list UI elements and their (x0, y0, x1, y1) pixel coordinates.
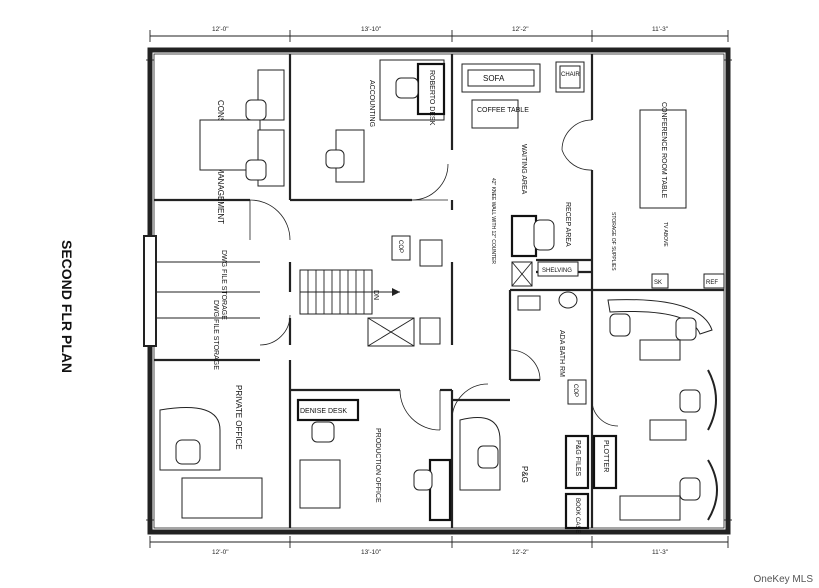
sk-label: SK (654, 280, 662, 286)
book-case (564, 492, 590, 530)
dwg-file-storage-1-label: DWG FILE STORAGE (220, 250, 227, 320)
coffee-table (471, 99, 519, 129)
watermark: OneKey MLS (753, 574, 813, 585)
tv-above-label: TV ABOVE (662, 222, 668, 247)
dim-bottom-2: 13'-10" (361, 549, 382, 556)
reception-desk (510, 214, 538, 258)
pg-office: P&G P&G FILES PLOTTER BOOK CASE (459, 417, 618, 533)
plan-title: SECOND FLR PLAN (59, 240, 75, 373)
stair-dn-label: DN (372, 290, 379, 300)
construction-management: CONSTRUCTION MANAGEMENT DWG FILE STORAGE… (199, 69, 285, 370)
coffee-table-label: COFFEE TABLE (477, 107, 529, 114)
ada-bath-label: ADA BATH RM (558, 330, 565, 377)
cop-2-label: COP (572, 384, 578, 397)
pg-files (564, 434, 590, 490)
door-swings (249, 119, 619, 431)
production-office: DENISE DESK PRODUCTION OFFICE (296, 398, 452, 522)
dim-top-1: 12'-0" (212, 26, 229, 33)
shelving-label: SHELVING (542, 268, 572, 274)
roberto-desk-label: ROBERTO DESK (428, 70, 435, 126)
top-dimension-line: 12'-0" 13'-10" 12'-2" 11'-3" (149, 26, 729, 42)
book-case-label: BOOK CASE (574, 498, 580, 533)
ref-label: REF (706, 280, 718, 286)
recep-area-label: RECEP AREA (564, 202, 571, 247)
private-office-label: PRIVATE OFFICE (234, 385, 243, 450)
cop-1-label: COP (397, 240, 403, 253)
corridor-items: COP (367, 235, 443, 347)
plotter (592, 434, 618, 490)
bottom-dimension-line: 12'-0" 13'-10" 12'-2" 11'-3" (149, 536, 729, 556)
accounting-label: ACCOUNTING (368, 80, 375, 127)
conference-table-label: CONFERENCE ROOM TABLE (660, 102, 667, 199)
staircase: DN (299, 269, 400, 315)
dim-bottom-3: 12'-2" (512, 549, 529, 556)
reception-area: RECEP AREA STORAGE OF SUPPLIES SHELVING (510, 202, 616, 287)
waiting-area-label: WAITING AREA (520, 144, 527, 195)
dim-bottom-1: 12'-0" (212, 549, 229, 556)
production-office-label: PRODUCTION OFFICE (374, 428, 381, 503)
ada-bath: ADA BATH RM COP (517, 291, 587, 405)
dwg-file-storage-2-label: DWG FILE STORAGE (212, 300, 219, 370)
dim-top-3: 12'-2" (512, 26, 529, 33)
sofa-label: SOFA (483, 74, 505, 83)
denise-desk-label: DENISE DESK (300, 408, 347, 415)
storage-supplies-label: STORAGE OF SUPPLIES (610, 212, 616, 271)
dim-top-4: 11'-3" (652, 26, 669, 33)
stair-bumpout (143, 235, 260, 347)
open-workstations (607, 299, 718, 521)
conference-table (639, 109, 687, 209)
accounting-room: ACCOUNTING ROBERTO DESK (325, 59, 446, 183)
dim-top-2: 13'-10" (361, 26, 382, 33)
pg-label: P&G (520, 466, 529, 483)
private-office: PRIVATE OFFICE (159, 385, 263, 519)
pg-files-label: P&G FILES (574, 440, 581, 477)
conference-room: CONFERENCE ROOM TABLE TV ABOVE SK REF (639, 102, 725, 289)
plotter-label: PLOTTER (602, 440, 609, 472)
chair-label: CHAIR (561, 72, 580, 78)
dim-bottom-4: 11'-3" (652, 549, 669, 556)
interior-walls (154, 54, 724, 528)
waiting-furniture: SOFA CHAIR COFFEE TABLE WAITING AREA 42"… (461, 61, 585, 264)
knee-wall-label: 42" KNEE WALL WITH 12" COUNTER (490, 178, 496, 264)
denise-desk (296, 398, 360, 422)
